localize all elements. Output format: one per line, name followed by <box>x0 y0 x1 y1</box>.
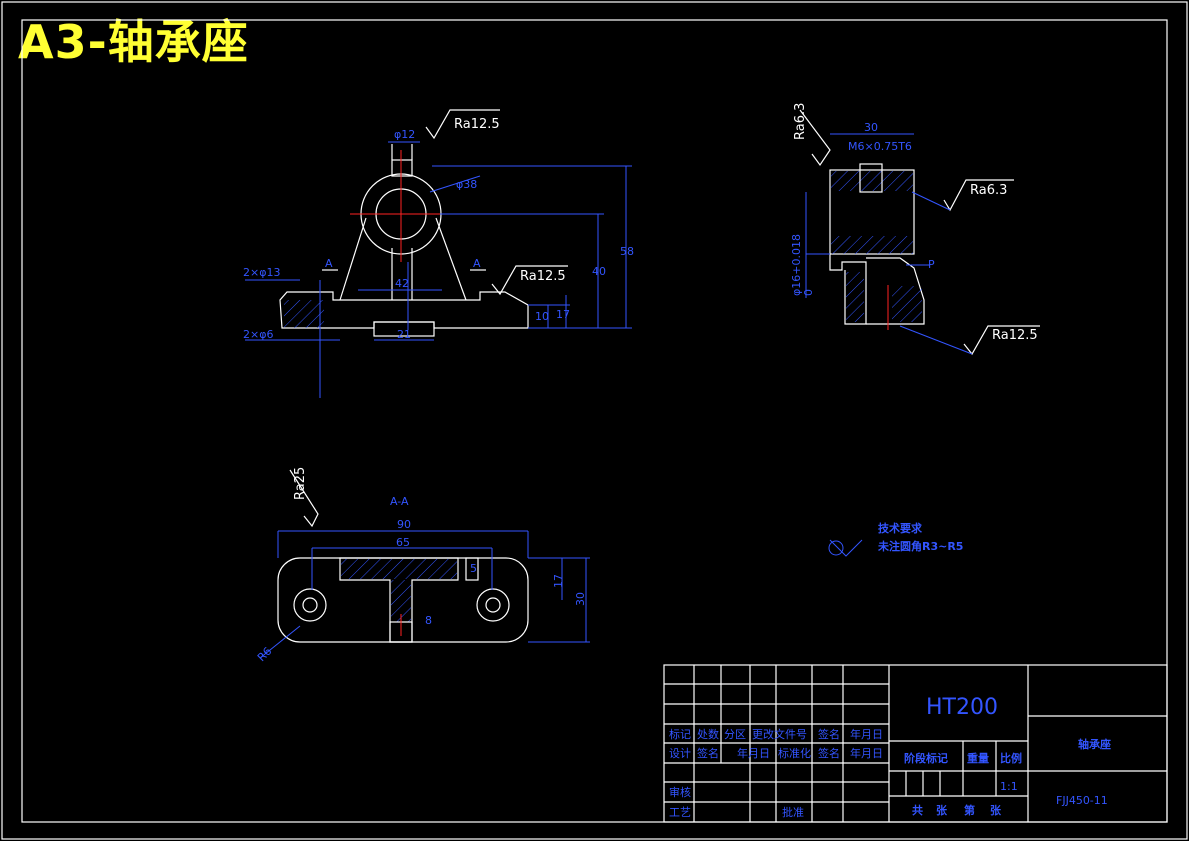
tech-notes: 技术要求 未注圆角R3~R5 <box>828 521 963 557</box>
dim-42: 42 <box>395 277 409 290</box>
r2-1: 签名 <box>697 746 719 760</box>
sec-mark-right: A <box>473 257 481 270</box>
ra-side-bottom: Ra12.5 <box>992 328 1038 343</box>
page-title: A3-轴承座 <box>18 15 249 69</box>
ra-section: Ra25 <box>293 467 308 500</box>
drawing-frame <box>21 19 1168 823</box>
ra-side-right: Ra6.3 <box>970 183 1007 198</box>
side-thread: M6×0.75T6 <box>848 140 912 153</box>
sec-dim-5: 5 <box>470 562 477 575</box>
sec-mark-left: A <box>325 257 333 270</box>
r1-4: 签名 <box>818 727 840 741</box>
scale: 1:1 <box>1000 780 1018 793</box>
section-view: A-A 90 65 17 30 5 8 R6 Ra25 <box>255 467 590 664</box>
r2-4: 签名 <box>818 746 840 760</box>
dim-17: 17 <box>556 308 570 321</box>
dim-phi12: φ12 <box>394 128 415 141</box>
part-name: 轴承座 <box>1078 737 1111 751</box>
ra-side-top: Ra6.3 <box>793 103 808 140</box>
ratio-label: 比例 <box>1000 751 1022 765</box>
dim-holes13: 2×φ13 <box>243 266 280 279</box>
tech-title: 技术要求 <box>878 521 923 535</box>
dim-40: 40 <box>592 265 606 278</box>
sheets-2: 第 <box>964 803 975 817</box>
ra-top: Ra12.5 <box>454 117 500 132</box>
drawing-no: FJJ450-11 <box>1056 794 1108 807</box>
r2-2: 年月日 <box>737 746 770 760</box>
side-dim-30: 30 <box>864 121 878 134</box>
sec-dim-30: 30 <box>574 592 587 606</box>
r3-0: 审核 <box>669 785 691 799</box>
r1-2: 分区 <box>724 728 746 741</box>
dim-21: 21 <box>397 328 411 341</box>
r2-5: 年月日 <box>850 746 883 760</box>
title-block: HT200 轴承座 FJJ450-11 1:1 阶段标记 重量 比例 共 张 第… <box>663 664 1168 823</box>
side-p: P <box>928 258 935 271</box>
r1-3: 更改文件号 <box>752 727 807 741</box>
r4-0: 工艺 <box>669 806 691 819</box>
dim-phi38: φ38 <box>456 178 477 191</box>
front-view: A A φ12 φ38 58 40 2×φ13 2×φ6 42 21 10 17… <box>243 109 634 398</box>
material: HT200 <box>926 695 998 720</box>
sec-dim-r6: R6 <box>255 645 275 665</box>
r2-3: 标准化 <box>778 746 811 760</box>
r1-0: 标记 <box>669 727 691 741</box>
sec-dim-17: 17 <box>552 574 565 588</box>
sec-dim-8: 8 <box>425 614 432 627</box>
sec-dim-90: 90 <box>397 518 411 531</box>
dim-58: 58 <box>620 245 634 258</box>
sheets-1: 张 <box>936 803 948 817</box>
dim-holes6: 2×φ6 <box>243 328 273 341</box>
sheets-0: 共 <box>912 803 923 817</box>
side-tol: φ16+0.018 <box>790 234 803 296</box>
r4-1: 批准 <box>782 805 804 819</box>
sheets-3: 张 <box>990 803 1002 817</box>
r2-0: 设计 <box>669 747 691 760</box>
r1-5: 年月日 <box>850 727 883 741</box>
ra-right-front: Ra12.5 <box>520 269 566 284</box>
weight-label: 重量 <box>967 751 989 765</box>
tech-item: 未注圆角R3~R5 <box>877 539 963 553</box>
r1-1: 处数 <box>697 728 719 741</box>
section-label: A-A <box>390 495 409 508</box>
sec-dim-65: 65 <box>396 536 410 549</box>
dim-10: 10 <box>535 310 549 323</box>
stage-label: 阶段标记 <box>904 751 948 765</box>
side-tol0: 0 <box>802 289 815 296</box>
side-view: 30 M6×0.75T6 φ16+0.018 0 P Ra6.3 Ra6.3 R… <box>790 103 1040 356</box>
